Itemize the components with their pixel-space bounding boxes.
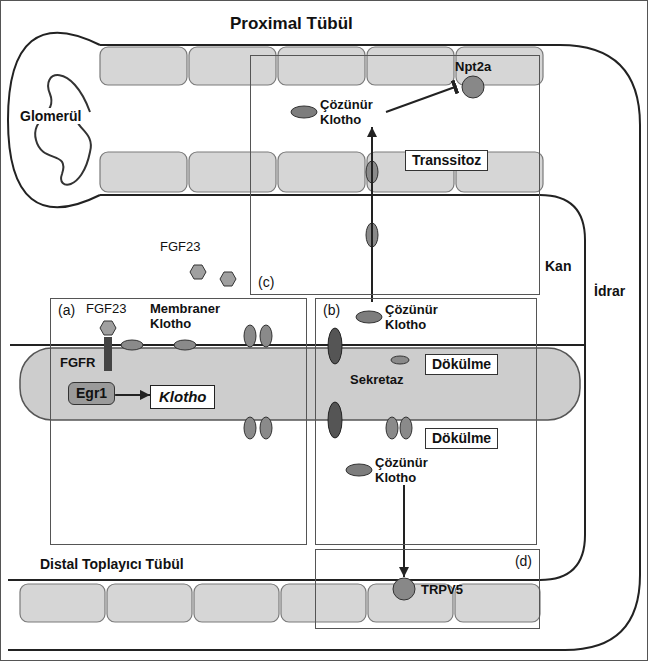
process-box: Transsitoz xyxy=(405,150,488,171)
node-text: Çözünür Klotho xyxy=(375,455,441,485)
bowman-capsule xyxy=(8,33,100,208)
node-text: Dökülme xyxy=(432,356,491,372)
tubule-cell xyxy=(107,584,192,622)
klotho-oval-shape xyxy=(356,311,382,323)
part-label: Membraner Klotho xyxy=(150,302,235,332)
klotho-oval xyxy=(391,356,409,364)
tubule-cell xyxy=(281,584,366,622)
channel-symbol xyxy=(392,577,416,601)
factor-box: Egr1 xyxy=(68,382,115,405)
klotho-oval xyxy=(244,325,256,347)
channel-shape xyxy=(393,578,415,600)
part-label: Glomerül xyxy=(18,108,83,124)
connector xyxy=(403,485,405,577)
part-label: Distal Toplayıcı Tübül xyxy=(40,556,184,572)
part-label: FGFR xyxy=(60,356,95,371)
transporter-symbol xyxy=(461,75,485,99)
connector xyxy=(115,394,150,396)
klotho-oval xyxy=(244,417,256,439)
process-box: Dökülme xyxy=(425,354,498,375)
tubule-cell xyxy=(100,47,187,85)
part-label: FGF23 xyxy=(86,302,126,317)
fgf23-hexagon xyxy=(190,265,206,279)
tubule-cell xyxy=(367,47,454,85)
panel-frame: (d) TRPV5 xyxy=(315,549,540,629)
node-text: Npt2a xyxy=(455,59,491,74)
part-label: Proximal Tübül xyxy=(230,14,353,34)
panel-frame: (a) Egr1 Klotho xyxy=(50,298,307,545)
tubule-cell xyxy=(278,152,365,192)
node-text: Dökülme xyxy=(432,430,491,446)
tubule-cell xyxy=(20,584,105,622)
klotho-oval xyxy=(121,340,143,350)
part-label: Kan xyxy=(545,258,571,274)
connector xyxy=(371,127,373,302)
tubule-cell xyxy=(194,584,279,622)
node-text: (d) xyxy=(514,553,533,569)
process-box: Dökülme xyxy=(425,428,498,449)
panel-frame: (c) Npt2aÇözünür KlothoTranssitoz xyxy=(250,55,540,295)
node-text: (c) xyxy=(257,274,275,290)
part-label: FGF23 xyxy=(160,240,200,255)
basolateral-membrane xyxy=(10,344,585,346)
klotho-oval xyxy=(386,417,398,439)
fgf23-hexagon xyxy=(100,321,116,335)
node-text: Transsitoz xyxy=(412,152,481,168)
soluble-klotho: Çözünür Klotho xyxy=(290,97,386,127)
klotho-oval xyxy=(260,417,272,439)
klotho-oval xyxy=(260,325,272,347)
tubule-outer-wall xyxy=(8,45,640,650)
part-label: Sekretaz xyxy=(350,373,403,388)
node-text: Çözünür Klotho xyxy=(320,97,386,127)
tubule-cell xyxy=(189,47,276,85)
fgf23-hexagon xyxy=(220,272,236,286)
connector xyxy=(386,87,455,112)
node-text: Klotho xyxy=(159,388,206,405)
soluble-klotho: Çözünür Klotho xyxy=(355,302,451,332)
tubule-cell xyxy=(100,152,187,192)
tubule-cell xyxy=(278,47,365,85)
part-label: İdrar xyxy=(594,283,625,299)
klotho-oval xyxy=(174,340,196,350)
fgfr-receptor xyxy=(104,337,112,371)
node-text: Çözünür Klotho xyxy=(385,302,451,332)
klotho-oval xyxy=(355,310,383,324)
channel-circle: TRPV5 xyxy=(392,577,463,601)
secretase-symbol xyxy=(328,402,342,438)
tubule-inner-wall xyxy=(8,195,585,580)
gene-box: Klotho xyxy=(150,385,215,409)
klotho-oval-shape xyxy=(291,106,317,118)
node-text: (a) xyxy=(57,302,76,318)
tubule-cell xyxy=(455,584,540,622)
klotho-oval xyxy=(400,417,412,439)
tubule-cells xyxy=(20,47,543,622)
klotho-oval xyxy=(290,105,318,119)
node-text: TRPV5 xyxy=(421,582,463,597)
klotho-oval-shape xyxy=(346,464,372,476)
soluble-klotho: Çözünür Klotho xyxy=(345,455,441,485)
tubule-cell xyxy=(189,152,276,192)
node-text: (b) xyxy=(322,302,341,318)
panel-frame: (b)Çözünür KlothoDökülmeDökülmeÇözünür K… xyxy=(315,298,537,545)
secretase-symbol xyxy=(328,328,342,364)
klotho-oval xyxy=(345,463,373,477)
glomerulus-loops xyxy=(35,75,91,185)
transporter-shape xyxy=(462,76,484,98)
node-text: Egr1 xyxy=(76,385,107,401)
transporter-circle: Npt2a xyxy=(455,59,491,99)
